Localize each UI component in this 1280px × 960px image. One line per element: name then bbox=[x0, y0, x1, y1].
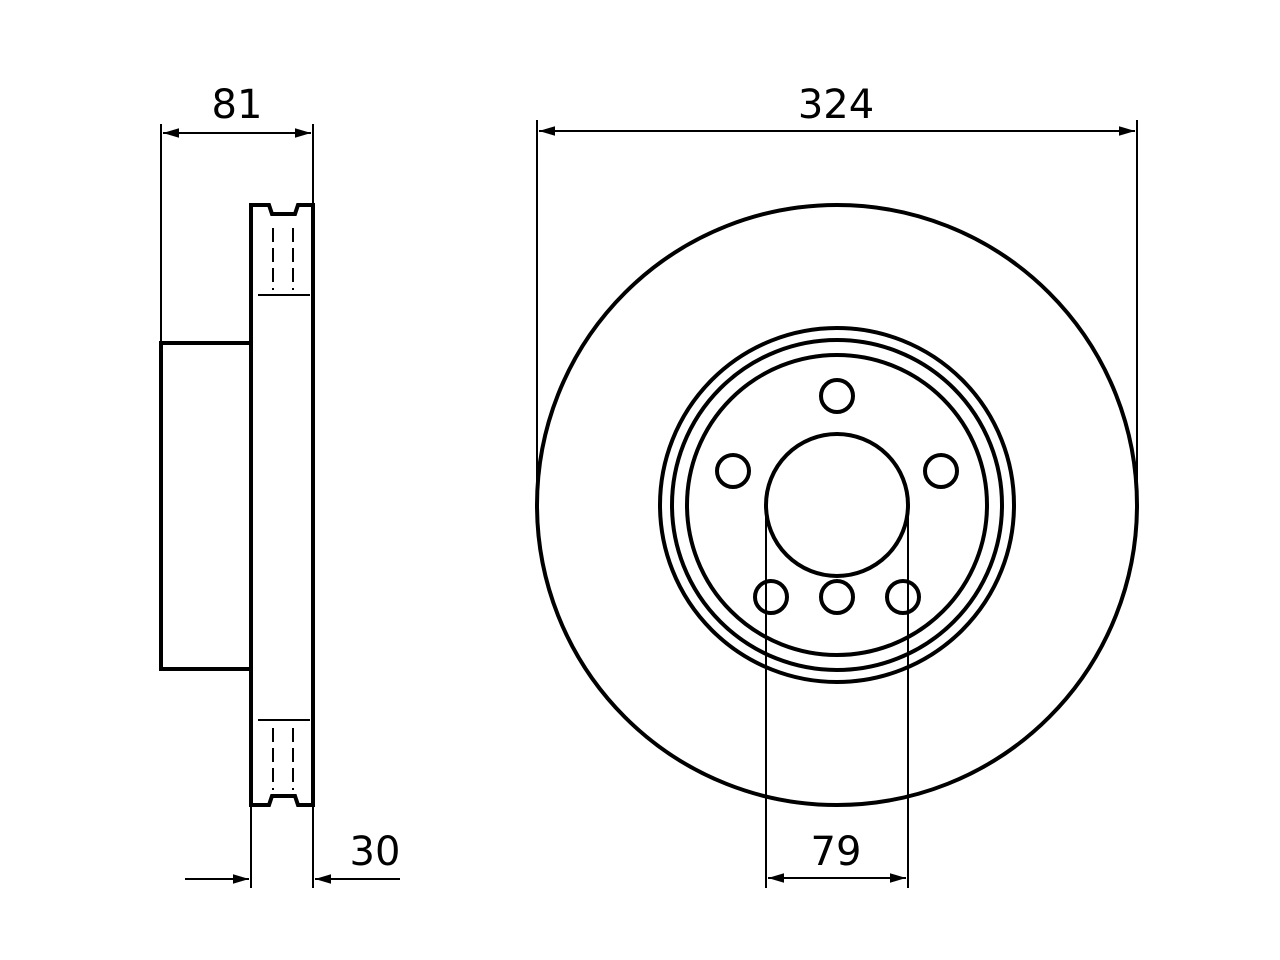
hub-ring-middle bbox=[670, 338, 1004, 672]
bolt-hole bbox=[819, 378, 855, 414]
bolt-hole bbox=[753, 579, 789, 615]
side-view: 81 30 bbox=[159, 82, 400, 888]
dim-overall-width: 81 bbox=[160, 82, 314, 343]
front-view: 324 79 bbox=[535, 82, 1139, 888]
dim-label-30: 30 bbox=[350, 829, 401, 875]
dim-disc-thickness: 30 bbox=[185, 805, 400, 888]
hub-ring-inner bbox=[685, 353, 989, 657]
bolt-hole bbox=[819, 579, 855, 615]
bolt-hole bbox=[885, 579, 921, 615]
dim-label-79: 79 bbox=[811, 829, 862, 875]
dim-label-81: 81 bbox=[212, 82, 263, 128]
bolt-holes bbox=[715, 378, 959, 615]
dim-center-bore: 79 bbox=[765, 505, 909, 888]
dim-outer-diameter: 324 bbox=[536, 82, 1138, 505]
center-bore bbox=[764, 432, 910, 578]
hub-ring-outer bbox=[658, 326, 1016, 684]
bolt-hole bbox=[923, 453, 959, 489]
hub-profile bbox=[159, 341, 253, 671]
outer-rim bbox=[535, 203, 1139, 807]
vent-lines bbox=[258, 228, 310, 790]
dim-label-324: 324 bbox=[798, 82, 874, 128]
bolt-hole bbox=[715, 453, 751, 489]
